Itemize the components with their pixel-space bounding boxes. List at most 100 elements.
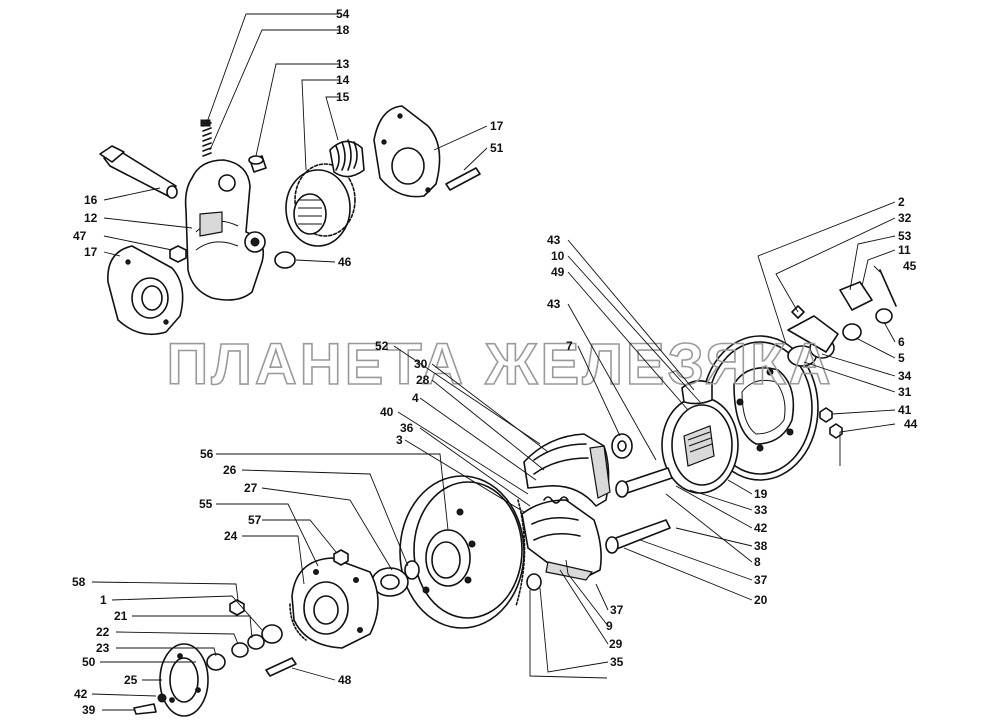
- callout-47: 47: [73, 229, 87, 243]
- callout-30: 30: [414, 357, 428, 371]
- callout-50: 50: [82, 655, 96, 669]
- part-nut-23: [206, 653, 226, 671]
- callout-3: 3: [396, 433, 403, 447]
- callout-27: 27: [244, 481, 258, 495]
- part-camshaft-20: [605, 467, 673, 554]
- callout-4: 4: [412, 391, 419, 405]
- callout-38: 38: [754, 539, 768, 553]
- part-shoe-52: [523, 433, 611, 507]
- part-stud-48: [265, 657, 297, 677]
- callout-17-upper: 17: [490, 119, 504, 133]
- part-washer-21: [247, 634, 265, 650]
- part-hub-24: [289, 557, 379, 649]
- callout-49: 49: [551, 265, 565, 279]
- part-nut-1: [261, 624, 283, 644]
- callout-33: 33: [754, 503, 768, 517]
- callout-34: 34: [898, 369, 912, 383]
- callout-13: 13: [336, 57, 350, 71]
- part-bracket-31: [787, 315, 839, 367]
- leader-lines: [91, 13, 896, 711]
- part-cover-17-upper: [373, 105, 441, 198]
- part-nut-57: [333, 549, 349, 566]
- callout-17-lower: 17: [84, 245, 98, 259]
- callout-12: 12: [84, 211, 98, 225]
- callout-58: 58: [72, 575, 86, 589]
- part-shaft-16: [99, 145, 178, 199]
- callout-43-b: 43: [547, 297, 561, 311]
- part-ring-26: [404, 560, 420, 580]
- callout-22: 22: [96, 625, 110, 639]
- shoe-assembly-group: [521, 433, 673, 591]
- callout-10: 10: [551, 249, 565, 263]
- callout-20: 20: [754, 593, 768, 607]
- part-nut-44: [829, 423, 843, 439]
- part-gear-14: [285, 163, 356, 247]
- callout-15: 15: [336, 90, 350, 104]
- callout-36: 36: [400, 421, 414, 435]
- callout-25: 25: [124, 673, 138, 687]
- part-nut-47: [169, 245, 187, 263]
- callout-2: 2: [898, 195, 905, 209]
- part-cover-17-lower: [107, 245, 184, 336]
- callout-21: 21: [114, 609, 128, 623]
- callout-24: 24: [224, 529, 238, 543]
- callout-35: 35: [610, 655, 624, 669]
- callout-40: 40: [380, 405, 394, 419]
- callout-55: 55: [199, 497, 213, 511]
- callout-48: 48: [338, 673, 352, 687]
- callout-41: 41: [898, 403, 912, 417]
- callout-32: 32: [898, 211, 912, 225]
- callout-53: 53: [898, 229, 912, 243]
- callout-14: 14: [336, 73, 350, 87]
- part-shoe-9: [521, 499, 602, 581]
- slack-adjuster-group: [99, 105, 481, 336]
- part-spring-40: [543, 496, 569, 504]
- part-nut-41: [819, 407, 833, 423]
- callout-37-b: 37: [610, 603, 624, 617]
- part-nut-58: [229, 599, 245, 616]
- part-bolt-51: [445, 167, 481, 191]
- part-cap-25: [159, 643, 209, 717]
- callout-51: 51: [490, 141, 504, 155]
- part-screw-39: [133, 703, 157, 715]
- callout-45: 45: [903, 259, 917, 273]
- backing-plate-group: [661, 269, 897, 494]
- callout-44: 44: [904, 417, 918, 431]
- callout-43-a: 43: [547, 233, 561, 247]
- callout-56: 56: [200, 447, 214, 461]
- part-worm-15: [329, 139, 365, 178]
- callout-57: 57: [248, 513, 262, 527]
- callout-6: 6: [898, 335, 905, 349]
- brake-drum-group: [399, 475, 526, 629]
- part-washer-22: [231, 642, 249, 658]
- part-fork-11: [839, 281, 873, 311]
- callout-26: 26: [223, 463, 237, 477]
- watermark-text: ПЛАНЕТА ЖЕЛЕЗЯКА: [167, 332, 834, 397]
- callout-19: 19: [754, 487, 768, 501]
- callout-37-a: 37: [754, 573, 768, 587]
- part-lever-12: [184, 159, 266, 301]
- part-washer-5: [842, 323, 862, 341]
- callout-42-a: 42: [754, 521, 768, 535]
- part-washer-6: [875, 308, 893, 324]
- callout-9: 9: [606, 619, 613, 633]
- callout-8: 8: [754, 555, 761, 569]
- part-washer-35: [526, 573, 542, 591]
- callout-23: 23: [96, 641, 110, 655]
- callout-46: 46: [338, 255, 352, 269]
- part-washer-42: [157, 693, 167, 703]
- callout-39: 39: [82, 703, 96, 717]
- callout-1: 1: [100, 593, 107, 607]
- part-plug-46: [274, 251, 296, 269]
- callout-31: 31: [898, 385, 912, 399]
- part-pin-45: [879, 269, 897, 307]
- callout-5: 5: [898, 351, 905, 365]
- part-bracket-10: [681, 380, 713, 405]
- callout-28: 28: [416, 373, 430, 387]
- callout-42-b: 42: [74, 687, 88, 701]
- part-bushing-13: [248, 155, 267, 173]
- callout-11: 11: [898, 243, 911, 257]
- callout-29: 29: [609, 637, 623, 651]
